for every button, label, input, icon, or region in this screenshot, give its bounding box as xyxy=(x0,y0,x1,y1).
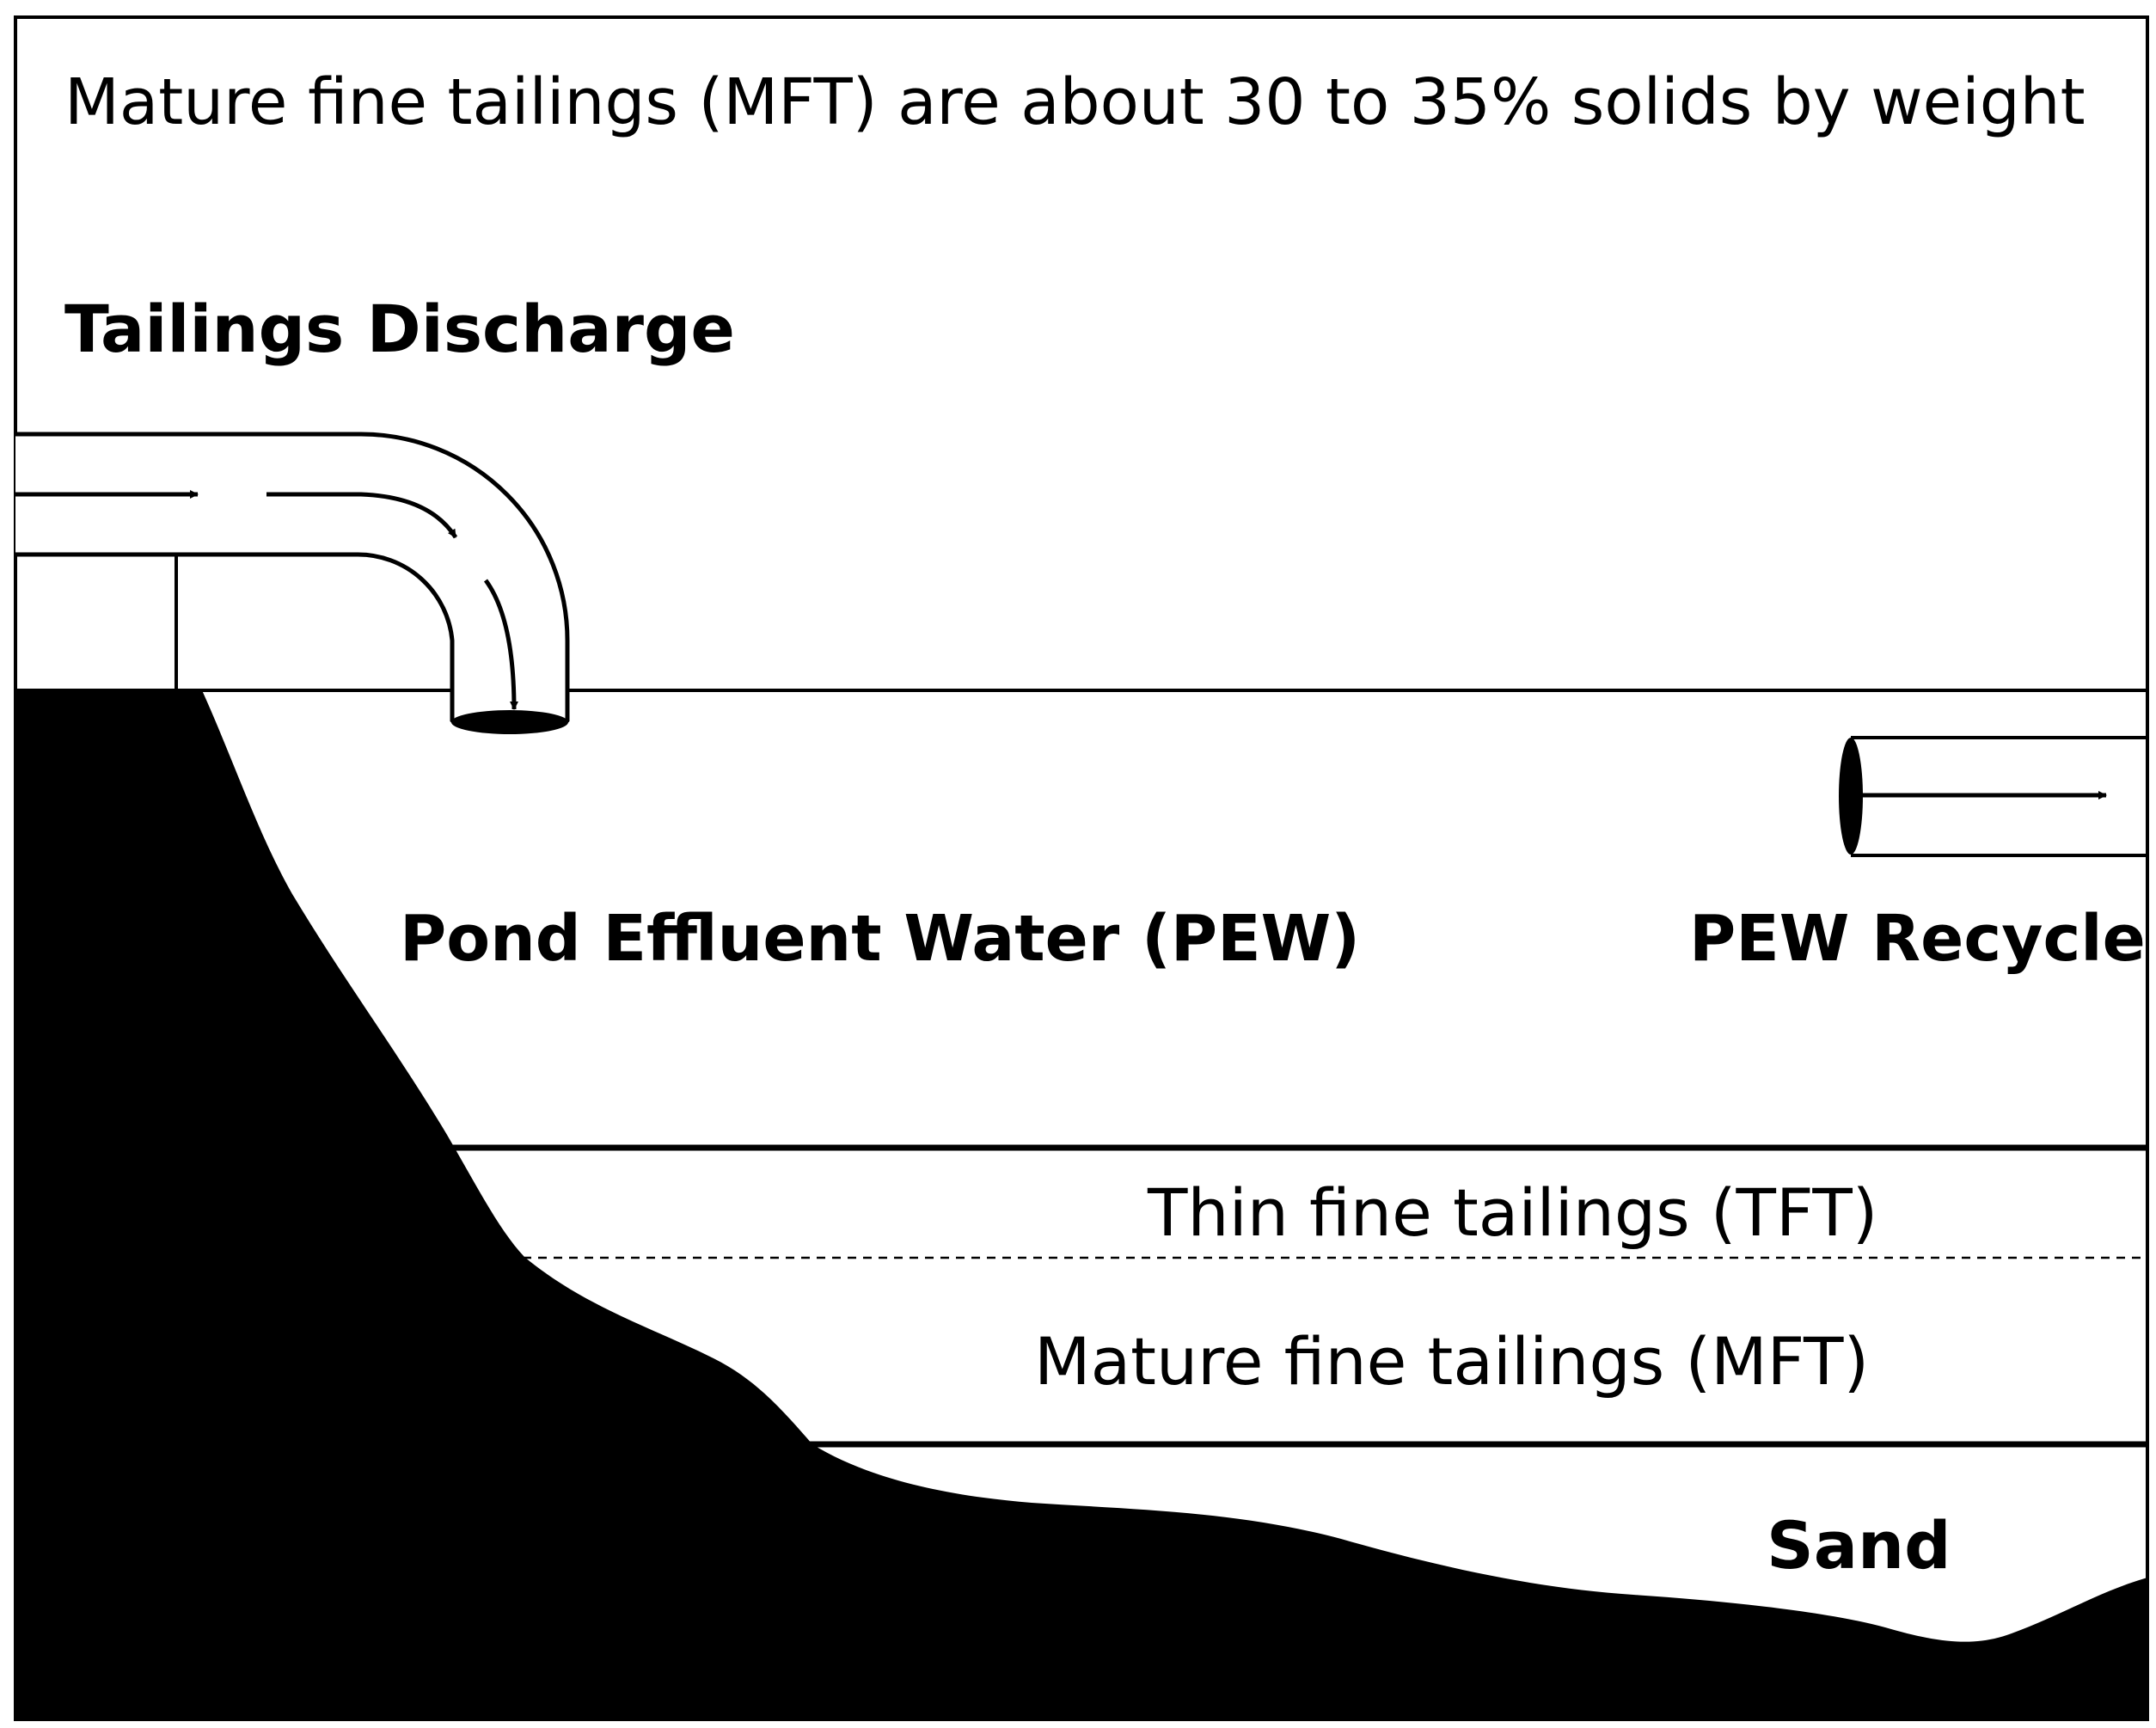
pond-effluent-water-label: Pond Effluent Water (PEW) xyxy=(400,902,1361,976)
mature-fine-tailings-label: Mature fine tailings (MFT) xyxy=(1034,1323,1870,1400)
discharge-pipe-outlet xyxy=(451,710,568,734)
pew-recycle-label: PEW Recycle xyxy=(1689,902,2146,976)
tailings-discharge-label: Tailings Discharge xyxy=(64,291,735,367)
thin-fine-tailings-label: Thin fine tailings (TFT) xyxy=(1148,1174,1878,1251)
arrow-down-icon xyxy=(483,579,518,710)
arrow-right-icon xyxy=(266,492,458,539)
sand-label: Sand xyxy=(1767,1507,1951,1584)
diagram-caption: Mature fine tailings (MFT) are about 30 … xyxy=(64,65,2086,139)
sand-bank xyxy=(15,690,2147,1719)
pipe-icon xyxy=(1839,736,2147,857)
recycle-pipe-inlet xyxy=(1839,738,1863,855)
